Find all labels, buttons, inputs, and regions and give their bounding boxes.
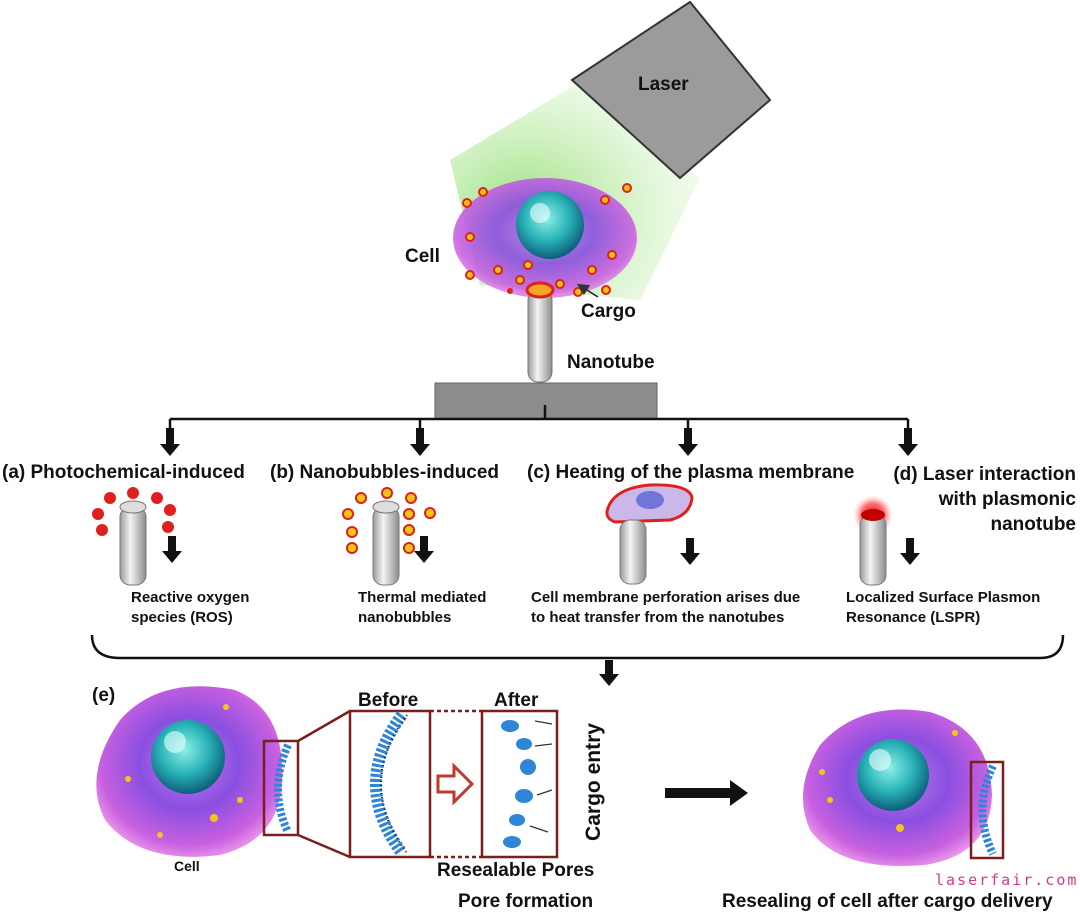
after-membrane	[501, 720, 536, 848]
merge-bracket	[90, 634, 1065, 660]
cell-label: Cell	[405, 246, 440, 267]
mechanism-d-desc: Localized Surface Plasmon Resonance (LSP…	[846, 589, 1041, 626]
resealing-arrow	[665, 780, 748, 806]
resealable-pores-label: Resealable Pores	[437, 860, 595, 881]
resealed-membrane	[978, 764, 997, 856]
laser-label: Laser	[638, 74, 689, 95]
after-label: After	[494, 690, 539, 711]
mechanism-c-graphic	[605, 483, 700, 585]
nanotube	[527, 289, 553, 383]
mechanism-b-desc: Thermal mediated nanobubbles	[358, 589, 487, 626]
nanotube-label: Nanotube	[567, 352, 655, 373]
membrane-strip	[274, 743, 292, 834]
cargo-pointer	[576, 283, 599, 298]
transition-arrow	[436, 762, 475, 806]
panel-e-tag: (e)	[92, 685, 116, 706]
mechanism-a-graphic	[92, 487, 182, 586]
laser-head-icon	[570, 0, 772, 180]
watermark: laserfair.com	[935, 871, 1079, 889]
after-box	[480, 709, 559, 859]
resealing-label: Resealing of cell after cargo delivery	[722, 891, 1053, 912]
cargo-entry-arrows	[529, 720, 553, 833]
nanotube-tip	[525, 281, 555, 299]
cargo-label: Cargo	[581, 301, 636, 322]
membrane-zoom-box	[262, 739, 300, 837]
mechanism-b-graphic	[342, 487, 436, 586]
cell-left	[96, 686, 283, 857]
mechanism-d-graphic	[853, 495, 920, 586]
mechanism-a-title: (a) Photochemical-induced	[2, 462, 245, 483]
resealed-membrane-box	[969, 760, 1005, 860]
mechanism-c-desc: Cell membrane perforation arises due to …	[531, 589, 801, 626]
branch-arrows	[160, 428, 918, 456]
mechanism-a-desc: Reactive oxygen species (ROS)	[131, 589, 250, 626]
before-label: Before	[358, 690, 419, 711]
cell-right	[802, 709, 992, 866]
pore-formation-label: Pore formation	[458, 891, 594, 912]
cargo-particles	[462, 183, 632, 297]
panel-e-cell-label: Cell	[174, 858, 200, 874]
mechanism-b-title: (b) Nanobubbles-induced	[270, 462, 500, 483]
mechanism-c-title: (c) Heating of the plasma membrane	[527, 462, 855, 483]
mechanism-d-title: (d) Laser interaction with plasmonic nan…	[893, 464, 1076, 535]
merge-arrow	[599, 660, 619, 686]
cargo-entry-label: Cargo entry	[582, 723, 605, 841]
before-membrane	[370, 711, 407, 857]
